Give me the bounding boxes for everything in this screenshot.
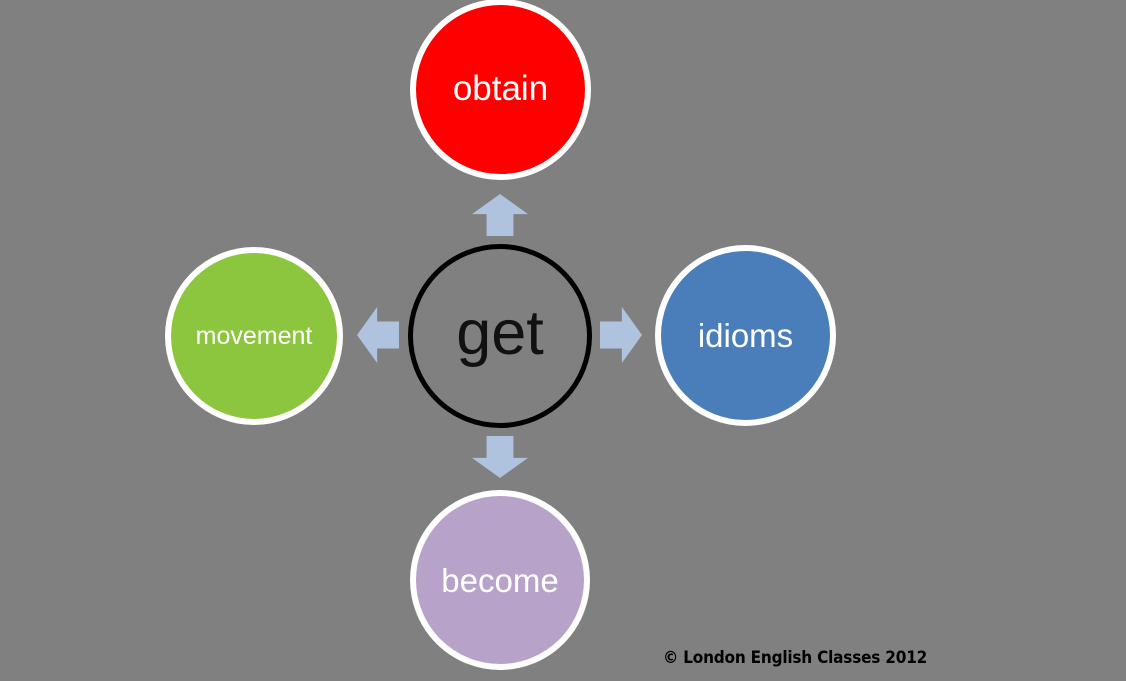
copyright-notice: © London English Classes 2012	[663, 648, 928, 668]
arrow-up-icon	[472, 194, 528, 236]
node-idioms-label: idioms	[697, 317, 794, 354]
arrow-down-icon	[472, 436, 528, 478]
node-movement[interactable]: movement	[165, 247, 343, 425]
node-become[interactable]: become	[410, 490, 590, 670]
node-get-label: get	[456, 297, 544, 368]
node-get-center[interactable]: get	[408, 244, 592, 428]
node-obtain-label: obtain	[452, 69, 549, 108]
node-movement-label: movement	[195, 321, 313, 350]
arrow-right-icon	[600, 307, 642, 363]
node-obtain[interactable]: obtain	[410, 0, 591, 180]
node-idioms[interactable]: idioms	[655, 245, 836, 426]
arrow-left-icon	[357, 307, 399, 363]
node-become-label: become	[441, 561, 559, 599]
